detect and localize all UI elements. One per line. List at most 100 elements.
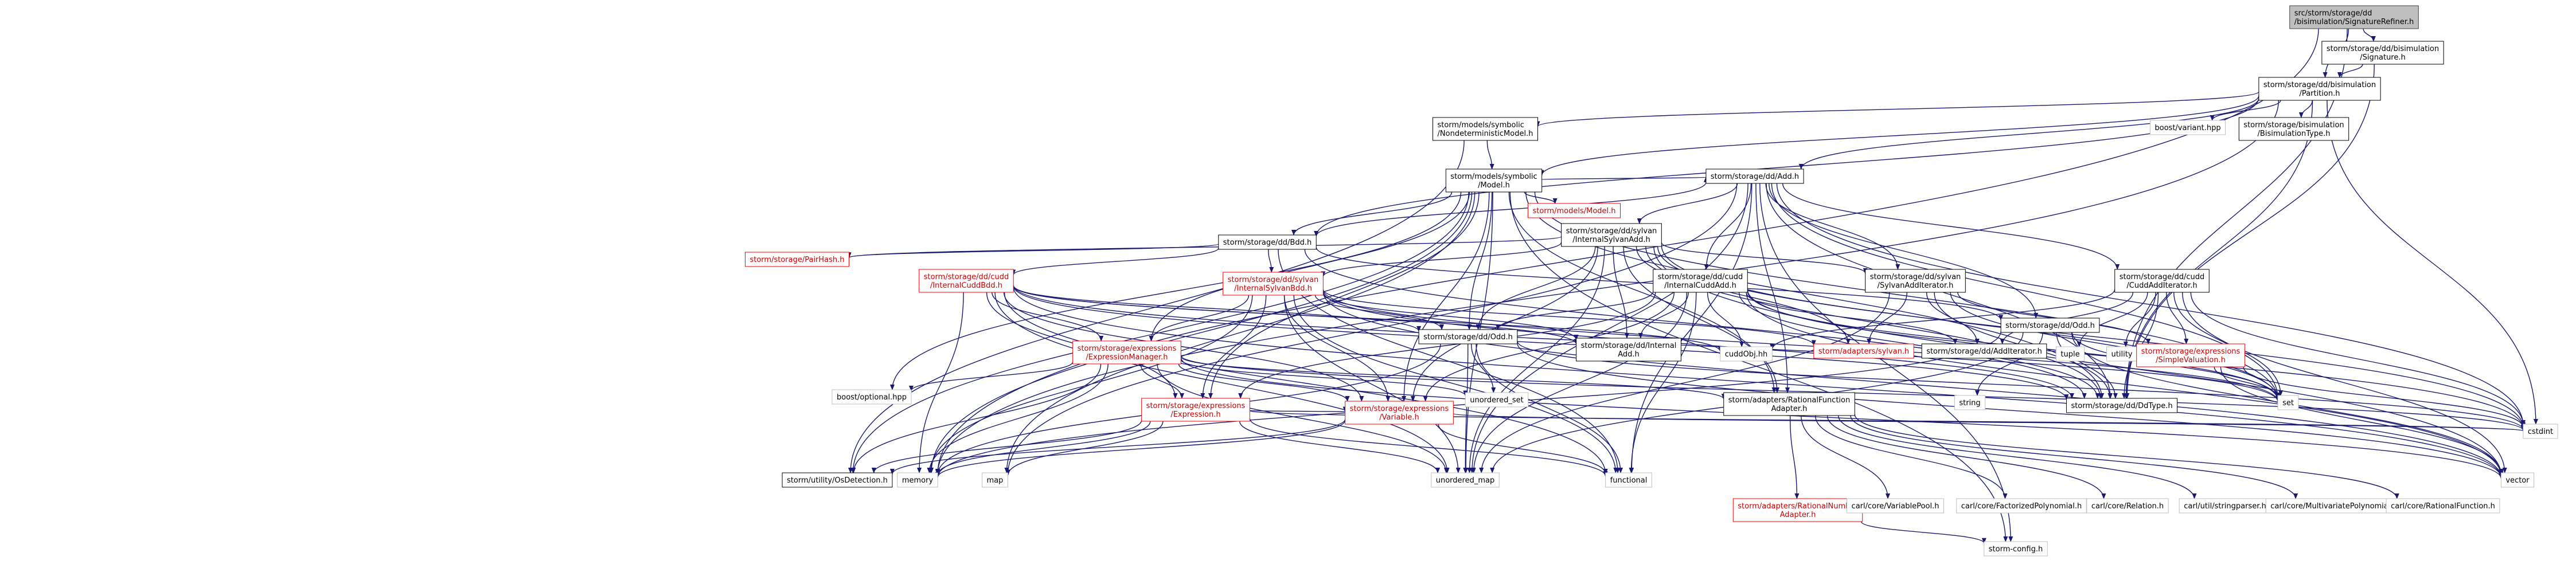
graph-node-string[interactable]: string (1954, 395, 1986, 410)
graph-node-storm-storage-expressions-variable-h[interactable]: storm/storage/expressions/Variable.h (1345, 401, 1454, 425)
graph-node-cuddobj-hh[interactable]: cuddObj.hh (1720, 346, 1773, 362)
graph-node-storm-config-h[interactable]: storm-config.h (1984, 541, 2048, 557)
dependency-edge (2124, 100, 2313, 399)
dependency-edge (935, 100, 2280, 475)
node-label-line: storm/models/symbolic (1450, 173, 1537, 181)
node-box (2265, 498, 2403, 514)
node-label-line: /ExpressionManager.h (1086, 353, 1168, 362)
graph-node-storm-storage-dd-cudd-internalcuddbdd-h[interactable]: storm/storage/dd/cudd/InternalCuddBdd.h (919, 269, 1014, 293)
graph-node-storm-storage-dd-odd-h[interactable]: storm/storage/dd/Odd.h (1418, 329, 1518, 344)
node-label-line: storm/storage/dd/sylvan (1228, 276, 1319, 284)
node-label-line: Add.h (1618, 350, 1640, 359)
graph-node-storm-storage-pairhash-h[interactable]: storm/storage/PairHash.h (744, 252, 850, 267)
dependency-edge (2125, 64, 2375, 399)
node-label-line: /Expression.h (1170, 410, 1220, 419)
graph-node-storm-storage-dd-bdd-h[interactable]: storm/storage/dd/Bdd.h (1218, 234, 1317, 250)
node-label-line: storm/models/Model.h (1532, 207, 1615, 215)
node-label-line: /BisimulationType.h (2258, 130, 2331, 138)
dependency-edge (1180, 359, 1468, 397)
dependency-edge (1140, 363, 1184, 399)
graph-node-storm-models-model-h[interactable]: storm/models/Model.h (1527, 203, 1621, 218)
graph-node-storm-utility-osdetection-h[interactable]: storm/utility/OsDetection.h (782, 472, 893, 488)
graph-node-storm-storage-dd-sylvan-sylvanadditerator-h[interactable]: storm/storage/dd/sylvan/SylvanAddIterato… (1865, 269, 1966, 293)
graph-node-boost-optional-hpp[interactable]: boost/optional.hpp (832, 389, 912, 405)
dependency-edge (1322, 291, 2074, 399)
dependency-edge (1003, 292, 1364, 402)
graph-node-vector[interactable]: vector (2500, 472, 2535, 488)
graph-node-memory[interactable]: memory (897, 472, 938, 488)
node-box (1527, 203, 1621, 218)
graph-node-storm-storage-dd-odd-h[interactable]: storm/storage/dd/Odd.h (2000, 318, 2100, 333)
node-label-line: boost/optional.hpp (837, 393, 907, 402)
dependency-edge (1238, 292, 1656, 399)
graph-node-set[interactable]: set (2277, 395, 2299, 410)
graph-node-storm-storage-dd-add-h[interactable]: storm/storage/dd/Add.h (1705, 169, 1804, 184)
graph-node-storm-storage-dd-cudd-internalcuddadd-h[interactable]: storm/storage/dd/cudd/InternalCuddAdd.h (1653, 269, 1748, 293)
graph-node-map[interactable]: map (982, 472, 1008, 488)
graph-node-storm-models-symbolic-model-h[interactable]: storm/models/symbolic/Model.h (1445, 169, 1543, 193)
node-label-line: tuple (2060, 350, 2079, 359)
node-label-line: storm/storage/PairHash.h (750, 256, 844, 264)
graph-node-storm-storage-dd-cudd-cuddadditerator-h[interactable]: storm/storage/dd/cudd/CuddAddIterator.h (2114, 269, 2210, 293)
graph-node-carl-core-factorizedpolynomial-h[interactable]: carl/core/FactorizedPolynomial.h (1956, 498, 2087, 514)
graph-node-unordered-map[interactable]: unordered_map (1431, 472, 1500, 488)
graph-node-storm-storage-bisimulation-bisimulationtype-h[interactable]: storm/storage/bisimulation/BisimulationT… (2238, 117, 2349, 141)
graph-node-tuple[interactable]: tuple (2055, 346, 2085, 362)
node-box (1954, 395, 1986, 410)
dependency-edge (1759, 183, 2013, 542)
graph-node-carl-util-stringparser-h[interactable]: carl/util/stringparser.h (2179, 498, 2271, 514)
node-label-line: functional (1610, 476, 1648, 485)
graph-node-storm-storage-dd-additerator-h[interactable]: storm/storage/dd/AddIterator.h (1921, 343, 2047, 359)
graph-node-storm-adapters-sylvan-h[interactable]: storm/adapters/sylvan.h (1813, 343, 1914, 359)
node-box (2386, 498, 2500, 514)
graph-node-storm-storage-expressions-expressionmanager-h[interactable]: storm/storage/expressions/ExpressionMana… (1072, 340, 1181, 365)
dependency-edge (2190, 292, 2526, 426)
graph-node-unordered-set[interactable]: unordered_set (1465, 392, 1529, 407)
node-label-line: set (2282, 399, 2294, 407)
dependency-edge (850, 191, 1469, 473)
dependency-edge (1524, 191, 1558, 204)
dependency-edge (1539, 95, 2259, 176)
graph-node-storm-storage-dd-sylvan-internalsylvanbdd-h[interactable]: storm/storage/dd/sylvan/InternalSylvanBd… (1223, 272, 1324, 296)
node-box (897, 472, 938, 488)
node-box (2114, 269, 2210, 293)
graph-node-functional[interactable]: functional (1605, 472, 1652, 488)
node-box (2149, 120, 2226, 135)
graph-node-storm-storage-dd-sylvan-internalsylvanadd-h[interactable]: storm/storage/dd/sylvan/InternalSylvanAd… (1561, 223, 1662, 247)
dependency-edge (2181, 292, 2507, 473)
graph-node-cstdint[interactable]: cstdint (2523, 424, 2558, 439)
dependency-edge (1291, 191, 1453, 236)
dependency-edge (1004, 191, 1476, 473)
graph-node-utility[interactable]: utility (2106, 346, 2137, 362)
node-label-line: storm/adapters/RationalNumber (1738, 502, 1858, 511)
node-label-line: string (1959, 399, 1980, 407)
graph-node-storm-storage-dd-bisimulation-partition-h[interactable]: storm/storage/dd/bisimulation/Partition.… (2258, 77, 2381, 101)
node-label-line: unordered_map (1436, 476, 1495, 485)
dependency-edge (1157, 363, 1449, 473)
dependency-edge (1180, 357, 2504, 479)
dependency-edge (1005, 183, 1738, 476)
graph-node-boost-variant-hpp[interactable]: boost/variant.hpp (2149, 120, 2226, 135)
graph-node-storm-storage-dd-bisimulation-signature-h[interactable]: storm/storage/dd/bisimulation/Signature.… (2321, 41, 2444, 65)
node-box (1720, 346, 1773, 362)
dependency-edge (1837, 415, 2197, 499)
graph-node-carl-core-variablepool-h[interactable]: carl/core/VariablePool.h (1847, 498, 1944, 514)
node-label-line: storm/storage/dd/Bdd.h (1223, 238, 1312, 247)
graph-node-storm-storage-expressions-simplevaluation-h[interactable]: storm/storage/expressions/SimpleValuatio… (2136, 343, 2245, 367)
graph-node-storm-storage-dd-ddtype-h[interactable]: storm/storage/dd/DdType.h (2066, 398, 2178, 413)
graph-node-storm-models-symbolic-nondeterministicmodel-h[interactable]: storm/models/symbolic/NondeterministicMo… (1433, 117, 1538, 141)
node-label-line: storm/storage/dd/bisimulation (2327, 45, 2439, 53)
graph-node-storm-storage-expressions-expression-h[interactable]: storm/storage/expressions/Expression.h (1141, 398, 1250, 422)
dependency-edge (1707, 292, 1744, 347)
dependency-edge (1283, 295, 1391, 402)
graph-node-src-storm-storage-dd-bisimulation-signaturerefiner-h[interactable]: src/storm/storage/dd/bisimulation/Signat… (2289, 5, 2419, 29)
node-label-line: storm/storage/dd/cudd (1658, 273, 1743, 281)
node-label-line: storm/storage/dd/Add.h (1711, 173, 1799, 181)
dependency-edge (1304, 249, 2087, 399)
graph-node-carl-core-rationalfunction-h[interactable]: carl/core/RationalFunction.h (2386, 498, 2500, 514)
graph-node-carl-core-relation-h[interactable]: carl/core/Relation.h (2086, 498, 2169, 514)
graph-node-carl-core-multivariatepolynomial-h[interactable]: carl/core/MultivariatePolynomial.h (2265, 498, 2403, 514)
